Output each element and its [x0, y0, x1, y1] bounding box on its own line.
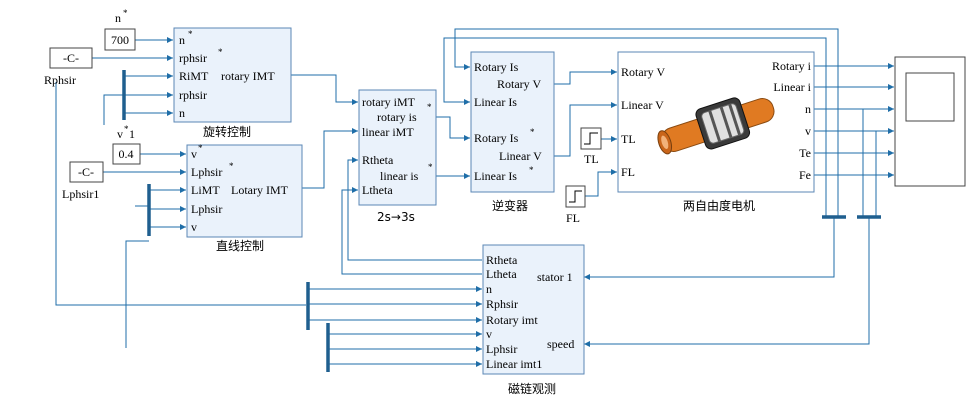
svg-text:Linear V: Linear V — [499, 149, 542, 163]
svg-text:Lotary IMT: Lotary IMT — [231, 183, 289, 197]
svg-text:RiMT: RiMT — [179, 69, 209, 83]
rphsir-constant[interactable]: -C- Rphsir — [44, 47, 93, 87]
svg-text:FL: FL — [621, 165, 635, 179]
lphsir-constant[interactable]: -C- Lphsir1 — [62, 161, 104, 201]
svg-text:*: * — [427, 102, 432, 112]
fl-caption: FL — [566, 211, 580, 225]
svg-text:linear iMT: linear iMT — [362, 125, 414, 139]
lphsir-caption: Lphsir1 — [62, 187, 99, 201]
svg-text:-C-: -C- — [63, 51, 79, 65]
svg-text:Rotary V: Rotary V — [621, 65, 665, 79]
tl-caption: TL — [584, 152, 599, 166]
svg-text:Lphsir: Lphsir — [486, 342, 517, 356]
svg-text:n: n — [486, 282, 492, 296]
svg-text:Rtheta: Rtheta — [362, 153, 394, 167]
transform-2s-3s-block[interactable]: rotary iMT * rotary is linear iMT Rtheta… — [358, 89, 437, 224]
n-reference-constant[interactable]: n * 700 — [104, 8, 136, 51]
svg-text:*: * — [229, 161, 234, 171]
linear-control-caption: 直线控制 — [216, 239, 264, 253]
svg-text:*: * — [198, 143, 203, 153]
svg-text:n: n — [805, 102, 811, 116]
svg-text:v: v — [117, 127, 123, 141]
svg-text:Rotary Is: Rotary Is — [474, 60, 519, 74]
svg-text:Lphsir: Lphsir — [191, 202, 222, 216]
svg-text:Linear V: Linear V — [621, 98, 664, 112]
svg-text:*: * — [529, 165, 534, 175]
svg-text:v: v — [191, 220, 197, 234]
svg-text:Rotary imt: Rotary imt — [486, 313, 538, 327]
inverter-block[interactable]: Rotary Is Rotary V Linear Is Rotary Is *… — [470, 51, 555, 213]
svg-text:Lphsir: Lphsir — [191, 165, 222, 179]
svg-text:Linear i: Linear i — [773, 80, 811, 94]
svg-text:1: 1 — [129, 127, 135, 141]
svg-text:Rotary V: Rotary V — [497, 77, 541, 91]
inverter-caption: 逆变器 — [492, 198, 528, 213]
flux-observer-block[interactable]: Rtheta Ltheta stator 1 n Rphsir Rotary i… — [482, 244, 585, 396]
svg-text:v: v — [191, 147, 197, 161]
rotary-control-block[interactable]: n * rphsir * RiMT rotary IMT rphsir n 旋转… — [173, 27, 292, 139]
svg-text:rphsir: rphsir — [179, 51, 207, 65]
rotary-control-caption: 旋转控制 — [203, 124, 251, 139]
svg-text:Fe: Fe — [799, 168, 811, 182]
svg-text:*: * — [428, 162, 433, 172]
signal-lines — [55, 28, 894, 367]
rphsir-caption: Rphsir — [44, 73, 76, 87]
svg-text:n: n — [179, 106, 185, 120]
linear-control-block[interactable]: v * Lphsir * LiMT Lotary IMT Lphsir v 直线… — [186, 143, 303, 253]
svg-text:LiMT: LiMT — [191, 183, 220, 197]
svg-text:rotary IMT: rotary IMT — [221, 69, 275, 83]
svg-text:*: * — [218, 47, 223, 57]
svg-text:rotary is: rotary is — [377, 110, 417, 124]
svg-text:TL: TL — [621, 132, 636, 146]
flux-observer-caption: 磁链观测 — [508, 381, 556, 396]
motor-block[interactable]: Rotary V Linear V TL FL Rotary i Linear … — [617, 51, 815, 213]
svg-text:Linear Is: Linear Is — [474, 169, 517, 183]
svg-text:Rotary Is: Rotary Is — [474, 131, 519, 145]
svg-text:*: * — [188, 29, 193, 39]
n-ref-value: 700 — [111, 33, 129, 47]
svg-text:Ltheta: Ltheta — [362, 183, 393, 197]
svg-text:Rotary i: Rotary i — [772, 59, 812, 73]
svg-text:Te: Te — [799, 146, 811, 160]
scope-block[interactable] — [894, 56, 966, 187]
fl-step-block[interactable]: FL — [565, 185, 586, 225]
svg-text:rphsir: rphsir — [179, 88, 207, 102]
svg-text:*: * — [123, 8, 128, 18]
svg-text:*: * — [124, 124, 129, 134]
svg-text:linear is: linear is — [380, 169, 419, 183]
svg-text:n: n — [179, 33, 185, 47]
svg-text:Linear imt1: Linear imt1 — [486, 357, 542, 371]
svg-text:-C-: -C- — [78, 165, 94, 179]
svg-text:stator 1: stator 1 — [537, 270, 573, 284]
tl-step-block[interactable]: TL — [580, 127, 602, 166]
motor-image — [657, 97, 775, 155]
svg-text:v: v — [805, 124, 811, 138]
motor-caption: 两自由度电机 — [683, 198, 755, 213]
mux-buses — [122, 70, 881, 372]
svg-text:speed: speed — [547, 337, 574, 351]
transform-caption: 2s→3s — [377, 210, 415, 224]
svg-text:Ltheta: Ltheta — [486, 267, 517, 281]
v-ref-value: 0.4 — [119, 147, 134, 161]
svg-text:v: v — [486, 327, 492, 341]
svg-text:*: * — [530, 127, 535, 137]
svg-text:Rphsir: Rphsir — [486, 297, 518, 311]
svg-text:rotary iMT: rotary iMT — [362, 95, 416, 109]
svg-text:Linear Is: Linear Is — [474, 95, 517, 109]
v-reference-constant[interactable]: v * 1 0.4 — [112, 124, 141, 165]
svg-text:Rtheta: Rtheta — [486, 253, 518, 267]
n-ref-label: n — [115, 11, 121, 25]
